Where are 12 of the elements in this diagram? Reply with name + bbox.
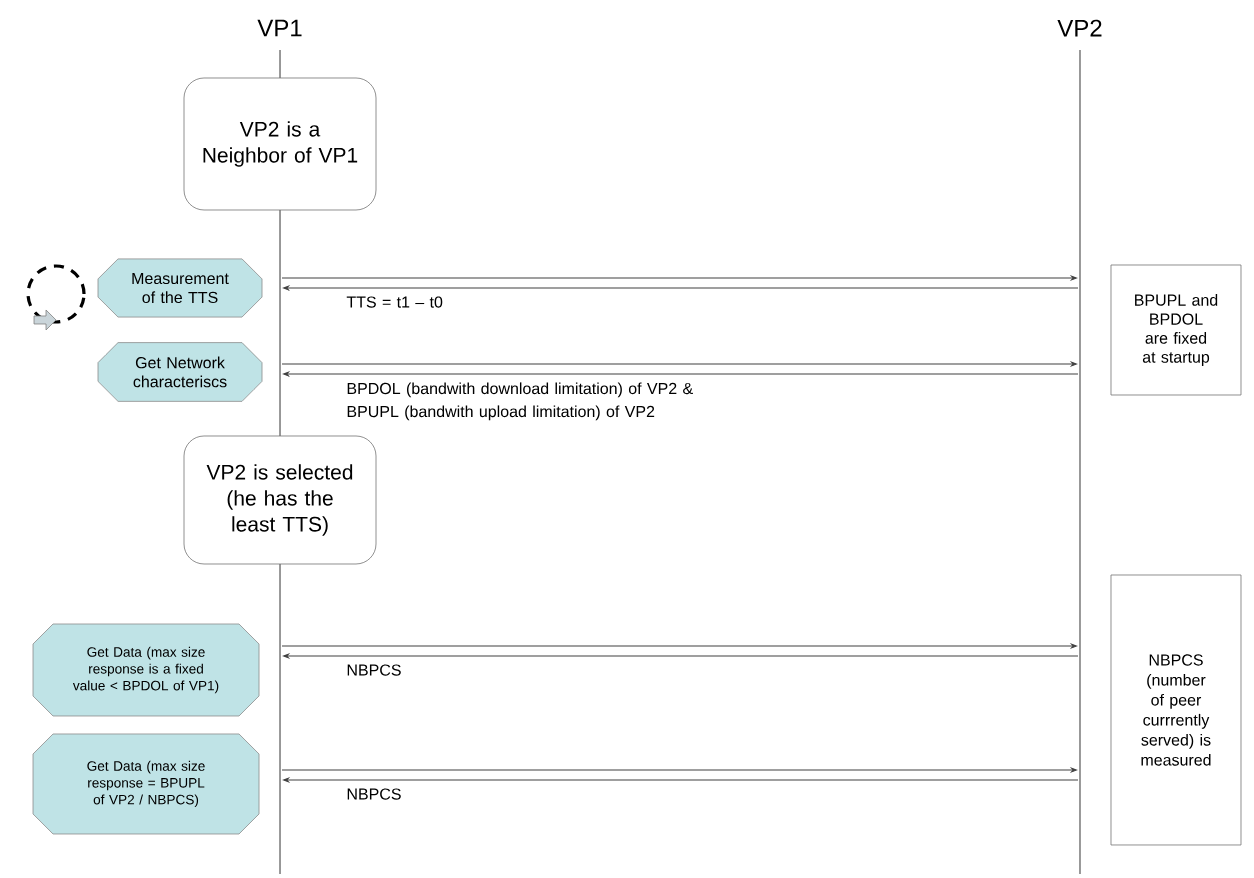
activity-box: Get Network characteriscs bbox=[97, 342, 263, 402]
note-box: NBPCS (number of peer currrently served) is measured bbox=[1110, 574, 1242, 846]
activity-box: Measurement of the TTS bbox=[97, 258, 263, 318]
state-box: VP2 is a Neighbor of VP1 bbox=[183, 77, 377, 211]
edge-label: NBPCS bbox=[347, 788, 401, 800]
lifeline-title: VP2 bbox=[1057, 19, 1102, 37]
state-box: VP2 is selected (he has the least TTS) bbox=[183, 435, 377, 565]
edge-label: TTS = t1 – t0 bbox=[346, 296, 443, 308]
edge-label: NBPCS bbox=[347, 664, 401, 676]
edge-label: BPDOL (bandwith download limitation) of VP2 & BPUPL (bandwith upload limitation) of VP2 bbox=[347, 382, 693, 421]
note-box: BPUPL and BPDOL are fixed at startup bbox=[1110, 264, 1242, 396]
lifeline-title: VP1 bbox=[257, 19, 302, 37]
